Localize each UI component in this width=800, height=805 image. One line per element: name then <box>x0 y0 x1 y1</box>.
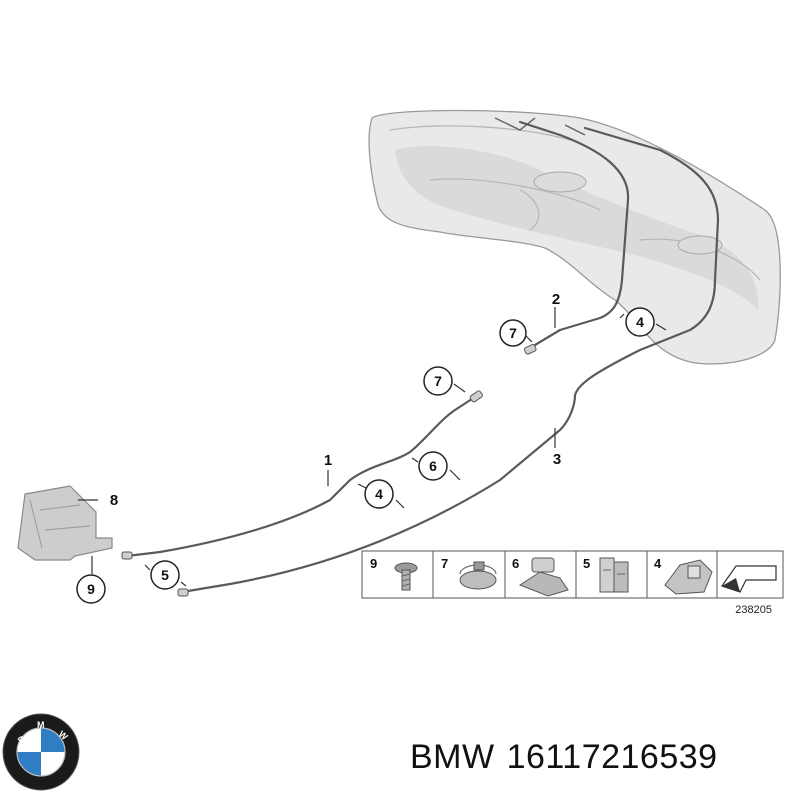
screw-icon <box>394 562 418 591</box>
parts-legend: 9 7 6 5 <box>361 550 784 616</box>
circled-callout-4-upper: 4 <box>625 307 655 337</box>
fuel-line-2 <box>518 120 630 350</box>
circled-callout-4-lower: 4 <box>364 479 394 509</box>
legend-number: 4 <box>654 556 662 571</box>
callout-label-2: 2 <box>552 291 560 308</box>
callout-label-8: 8 <box>110 492 118 509</box>
fuel-lines <box>125 120 720 594</box>
svg-text:M: M <box>37 720 45 730</box>
fuel-tank-bulge <box>677 235 723 255</box>
line-fitting <box>469 390 483 403</box>
legend-cell-arrow <box>721 565 777 593</box>
callout-label-4: 4 <box>636 314 644 330</box>
fuel-line-3 <box>180 126 720 594</box>
callout-label-4: 4 <box>375 486 383 502</box>
fuel-tank-bulge <box>533 171 587 193</box>
line-clip-icon <box>518 557 569 597</box>
fuel-tank-ridge <box>389 125 761 281</box>
legend-number: 5 <box>583 556 590 571</box>
circled-callout-9: 9 <box>76 574 106 604</box>
circled-callout-7-upper: 7 <box>499 319 527 347</box>
legend-cell-6: 6 <box>512 556 569 597</box>
callout-label-1: 1 <box>324 452 332 469</box>
line-fitting <box>177 588 189 597</box>
legend-number: 7 <box>441 556 448 571</box>
legend-cell-9: 9 <box>370 556 418 591</box>
bracket-body <box>17 485 113 561</box>
callout-label-3: 3 <box>553 451 561 468</box>
legend-number: 6 <box>512 556 519 571</box>
svg-text:B: B <box>16 733 28 745</box>
tank-fitting <box>494 117 586 136</box>
part-caption: BMW 16117216539 <box>410 738 730 777</box>
circled-callout-7-lower: 7 <box>423 366 453 396</box>
callout-label-5: 5 <box>161 567 169 583</box>
line-fitting <box>121 551 133 560</box>
legend-frame <box>361 550 784 599</box>
line-fitting <box>523 343 537 355</box>
circled-callout-6: 6 <box>418 451 448 481</box>
callout-label-6: 6 <box>429 458 437 474</box>
legend-number: 9 <box>370 556 377 571</box>
holder-clip-icon <box>664 559 713 595</box>
leader-lines <box>78 307 667 587</box>
legend-cell-4: 4 <box>654 556 713 595</box>
hose-clamp-icon <box>459 561 497 590</box>
brand-name: BMW <box>410 738 495 776</box>
part-number: 16117216539 <box>506 738 718 776</box>
bmw-logo: B M W <box>2 713 80 791</box>
legend-cell-7: 7 <box>441 556 497 590</box>
double-clip-icon <box>599 557 629 593</box>
diagram-id: 238205 <box>735 604 772 616</box>
fuel-line-1 <box>125 393 480 558</box>
bracket-detail <box>29 499 91 549</box>
legend-cell-5: 5 <box>583 556 629 593</box>
circled-callout-5: 5 <box>150 560 180 590</box>
bracket-part-8 <box>17 485 113 561</box>
callout-label-9: 9 <box>87 581 95 597</box>
line-end-fittings <box>121 343 537 597</box>
fuel-tank-shade <box>395 146 759 310</box>
fuel-tank <box>368 109 781 365</box>
callout-label-7: 7 <box>509 325 517 341</box>
callout-label-7: 7 <box>434 373 442 389</box>
